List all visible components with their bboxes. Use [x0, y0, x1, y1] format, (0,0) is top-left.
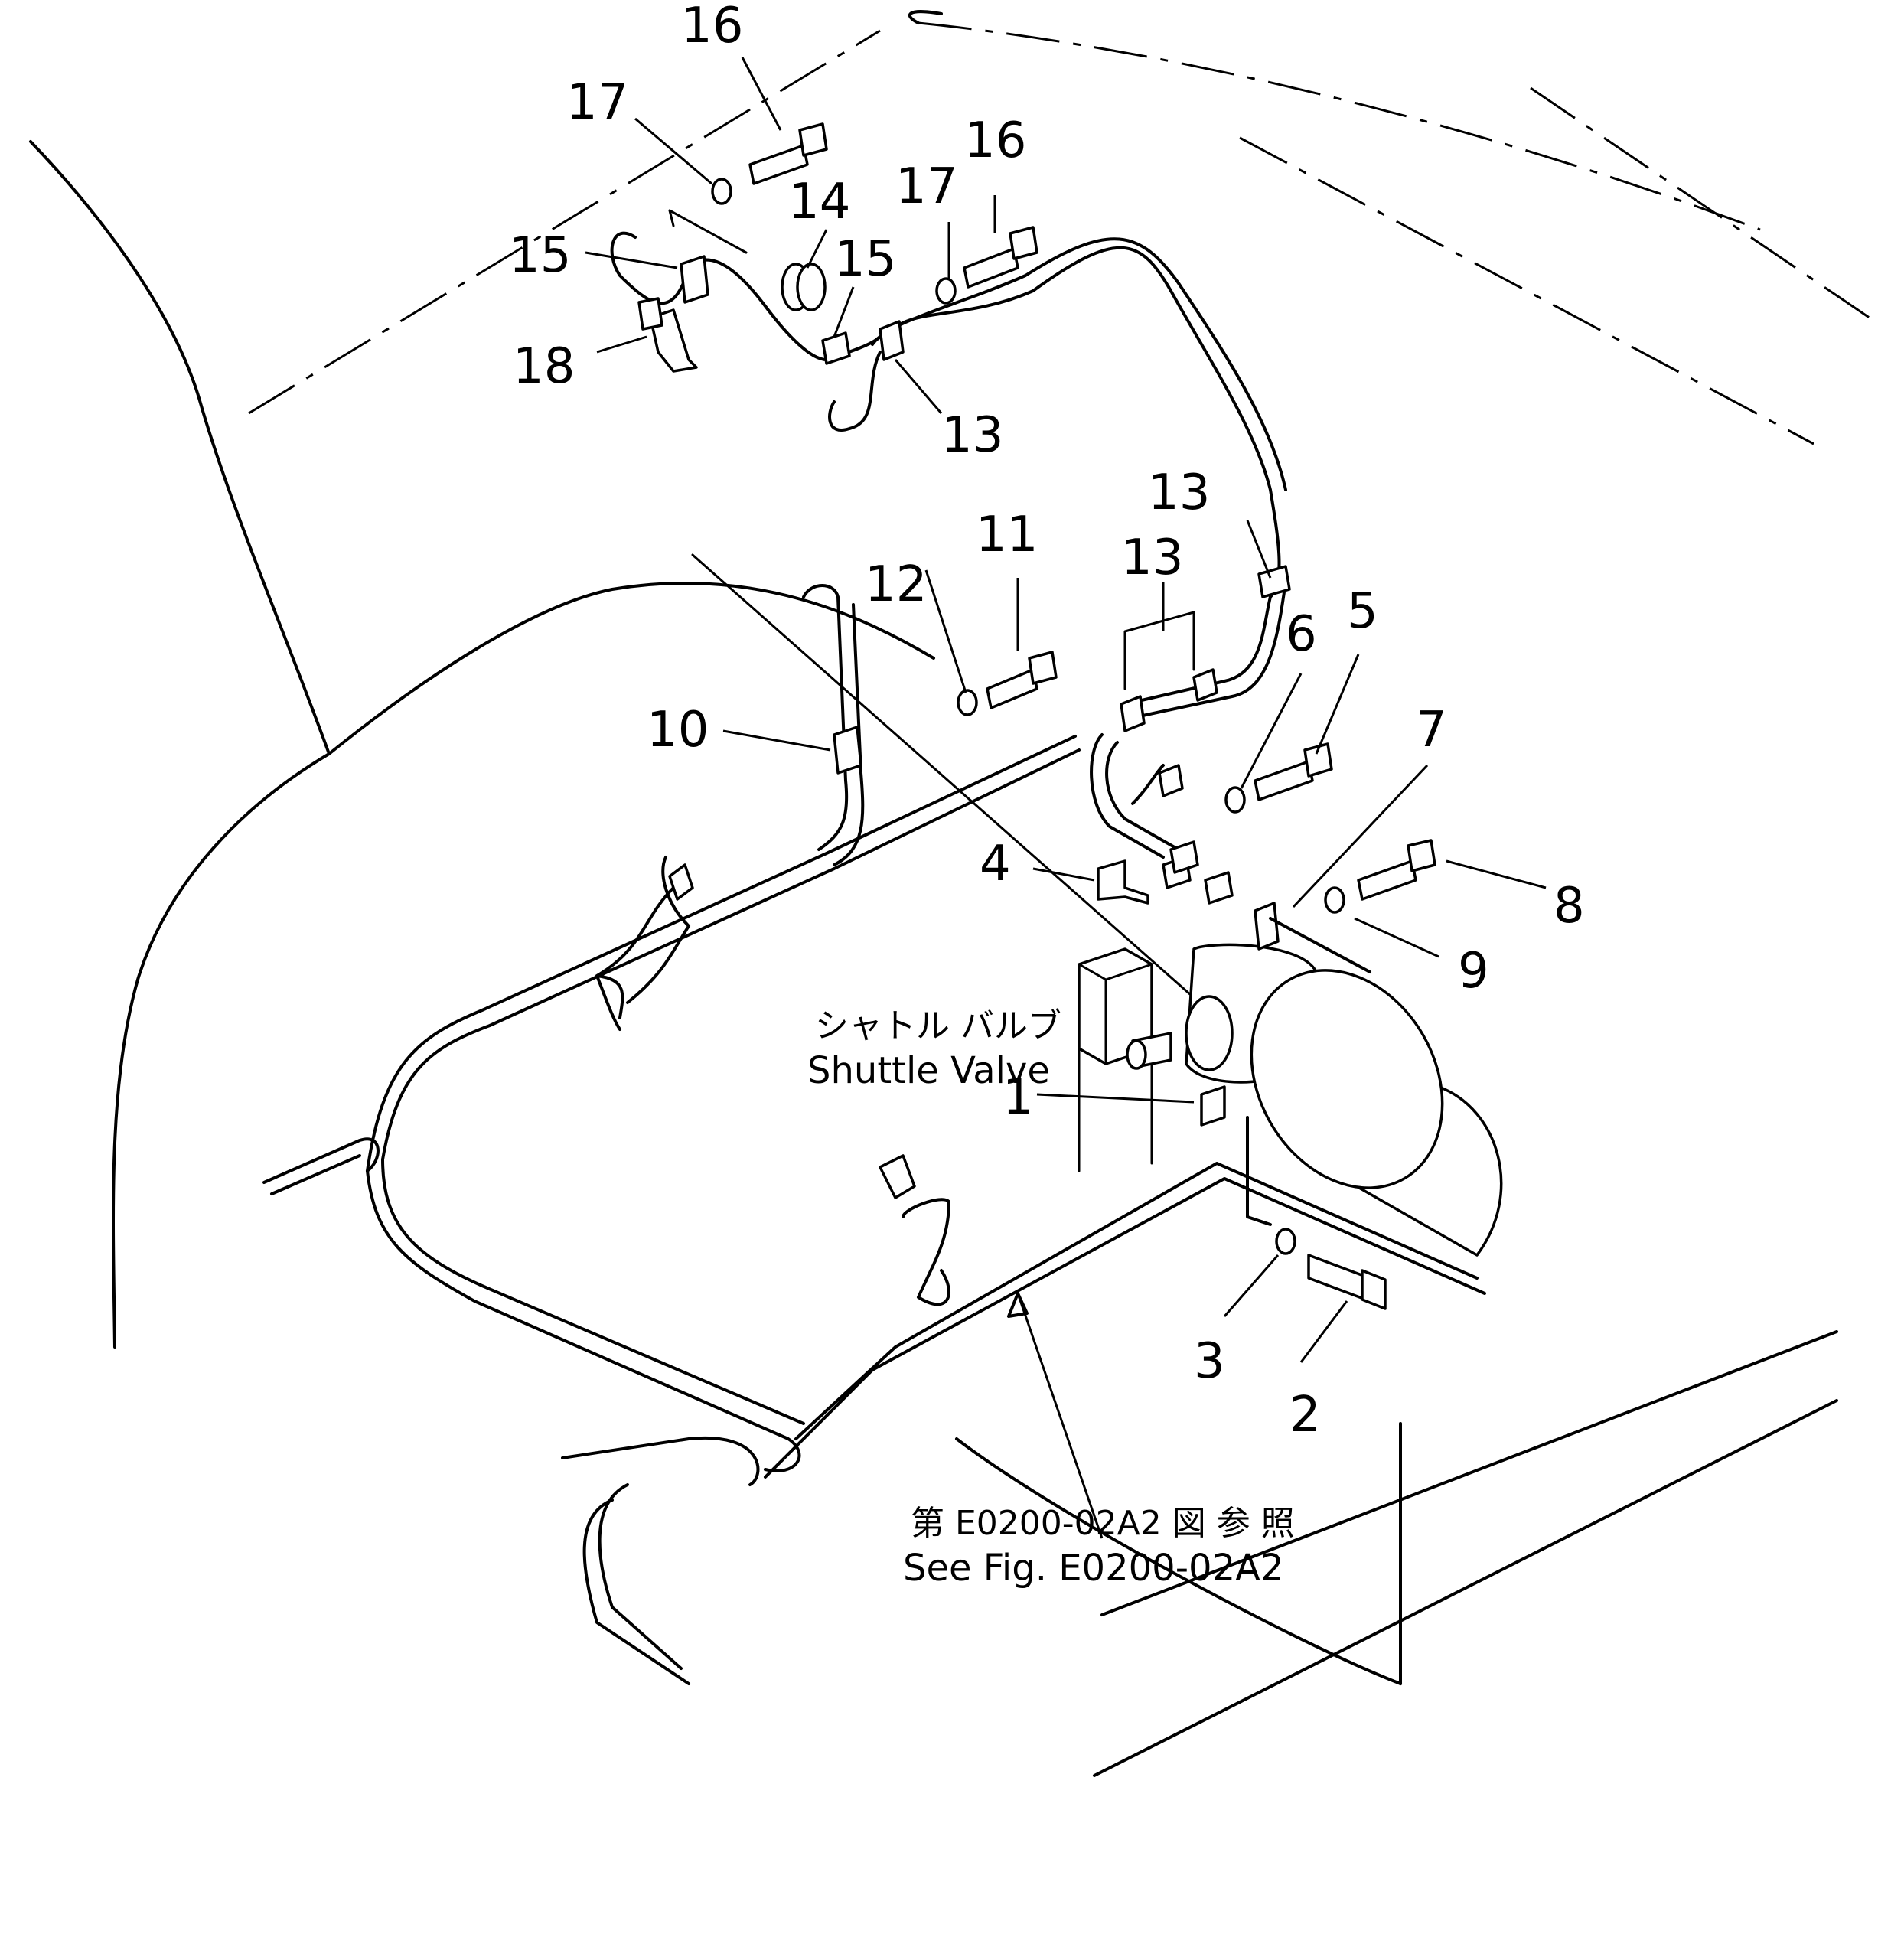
callout-labels: 1 2 3 4 5 6 7 8 9 10 11 12 13 13 13 14 1… — [509, 0, 1585, 1443]
callout-1: 1 — [1003, 1069, 1034, 1126]
callout-14: 14 — [788, 174, 850, 230]
callout-12: 12 — [865, 556, 927, 613]
bolt-8 — [1357, 839, 1436, 901]
washer-6 — [1224, 786, 1246, 814]
clamp-15 — [668, 209, 851, 365]
callout-6: 6 — [1286, 606, 1317, 663]
callout-16-left: 16 — [681, 0, 743, 54]
callout-13-middle: 13 — [1121, 530, 1183, 586]
callout-18: 18 — [513, 338, 575, 395]
washer-17 — [711, 178, 957, 305]
clamp-14 — [781, 263, 827, 311]
figure-reference-caption: 第 E0200-02A2 図 参 照 See Fig. E0200-02A2 — [903, 1504, 1295, 1590]
clamp-10 — [833, 726, 862, 775]
callout-8: 8 — [1554, 878, 1585, 934]
callout-11: 11 — [976, 507, 1038, 563]
callout-7: 7 — [1416, 702, 1447, 758]
washer-12 — [957, 689, 978, 716]
machine-body-outline — [29, 10, 1876, 1777]
callout-2: 2 — [1289, 1387, 1321, 1443]
reference-label-en: See Fig. E0200-02A2 — [903, 1547, 1283, 1590]
shuttle-valve — [1078, 947, 1172, 1172]
callout-15-right: 15 — [834, 231, 896, 288]
clamp-13 — [879, 320, 1291, 732]
bracket-18 — [637, 297, 698, 373]
washer-3 — [1275, 1228, 1296, 1255]
bolt-16 — [748, 122, 1038, 289]
upper-wiring-harness — [610, 231, 1287, 859]
bolt-2 — [1307, 1254, 1387, 1310]
callout-10: 10 — [647, 702, 709, 758]
bolt-5 — [1254, 742, 1333, 801]
callout-16-right: 16 — [964, 113, 1026, 169]
leader-lines — [585, 57, 1547, 1539]
callout-5: 5 — [1347, 583, 1378, 640]
callout-3: 3 — [1194, 1333, 1225, 1390]
washer-9 — [1324, 886, 1345, 914]
callout-4: 4 — [980, 836, 1011, 892]
hydraulic-tank — [1185, 943, 1503, 1257]
clamp-1 — [1200, 1085, 1226, 1127]
shuttle-valve-label-en: Shuttle Valve — [807, 1049, 1050, 1092]
main-wiring-harness — [262, 584, 1486, 1685]
clamp-7 — [1162, 856, 1371, 973]
callout-17-left: 17 — [566, 74, 628, 131]
callout-9: 9 — [1458, 943, 1489, 1000]
bolt-11 — [986, 651, 1058, 709]
connectors — [668, 764, 1234, 1199]
callout-17-right: 17 — [895, 158, 957, 215]
reference-label-jp: 第 E0200-02A2 図 参 照 — [911, 1504, 1295, 1543]
shuttle-valve-label-jp: シャトル バルブ — [815, 1006, 1061, 1045]
clip-4 — [1097, 859, 1149, 905]
shuttle-valve-caption: シャトル バルブ Shuttle Valve — [807, 1006, 1061, 1092]
callout-13-top: 13 — [941, 407, 1003, 464]
callout-15-left: 15 — [509, 227, 571, 284]
callout-13-right: 13 — [1148, 465, 1210, 521]
